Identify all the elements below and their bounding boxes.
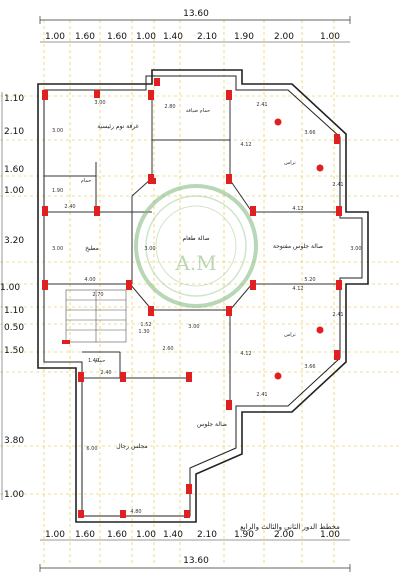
dim-majlis-w: 4.80 — [130, 509, 141, 515]
top-grid-label: 1.00 — [45, 32, 65, 42]
bottom-grid-label: 1.00 — [320, 530, 340, 540]
left-grid-label: 1.00 — [4, 186, 24, 196]
left-grid-labels: 1.10 2.10 1.60 1.00 3.20 1.00 1.10 0.50 … — [0, 92, 24, 500]
room-reception-hall: صالة جلوس مفتوحة — [273, 243, 323, 250]
dim-bay-bot-b: 4.12 — [240, 351, 251, 357]
dim-dining: 3.00 — [144, 246, 155, 252]
room-dressing: حمام ضيافة — [186, 108, 211, 114]
left-grid-label: 2.10 — [4, 127, 24, 137]
top-grid-label: 1.00 — [320, 32, 340, 42]
dim-bay-top-a: 2.41 — [332, 182, 343, 188]
left-grid-label: 1.00 — [4, 490, 24, 500]
interior-walls — [44, 90, 340, 406]
dim-bay-bot-side: 3.66 — [304, 364, 315, 370]
left-grid-label: 1.50 — [4, 346, 24, 356]
top-grid-label: 1.60 — [107, 32, 127, 42]
watermark-seal: A.M — [134, 184, 258, 308]
bottom-grid-label: 2.10 — [197, 530, 217, 540]
top-grid-label: 1.60 — [75, 32, 95, 42]
dim-stair-small: 1.52 — [140, 322, 151, 328]
dim-stair: 2.70 — [92, 292, 103, 298]
bottom-grid-label: 1.60 — [107, 530, 127, 540]
top-grid-label: 2.10 — [197, 32, 217, 42]
room-terrace-bottom: تراس — [284, 332, 296, 338]
top-dimension: 13.60 — [39, 9, 351, 24]
dim-hall-right-h: 3.00 — [350, 246, 361, 252]
dim-bay-top-w: 4.12 — [292, 206, 303, 212]
dim-bath-lower-h: 1.40 — [88, 358, 99, 364]
room-bedroom: غرفة نوم رئيسية — [97, 123, 139, 130]
room-kitchen: مطبخ — [85, 245, 99, 252]
bottom-dimension: 13.60 — [39, 556, 351, 572]
dim-bath-top: 2.80 — [164, 104, 175, 110]
bottom-grid-label: 2.00 — [274, 530, 294, 540]
top-grid-label: 1.00 — [136, 32, 156, 42]
dim-kitchen-h: 3.00 — [52, 246, 63, 252]
bottom-grid-label: 1.90 — [234, 530, 254, 540]
dim-stair-small2: 1.30 — [138, 329, 149, 335]
left-grid-label: 1.00 — [0, 283, 20, 293]
bottom-grid-label: 1.40 — [163, 530, 183, 540]
dim-hall-right-w: 5.20 — [304, 277, 315, 283]
dim-bay-top-side: 3.66 — [304, 130, 315, 136]
left-grid-label: 1.10 — [4, 94, 24, 104]
top-grid-label: 1.40 — [163, 32, 183, 42]
dim-bay-top-diag: 2.41 — [256, 102, 267, 108]
room-men-majlis: مجلس رجال — [116, 443, 147, 450]
left-grid-label: 1.60 — [4, 165, 24, 175]
dim-bed-w: 3.00 — [94, 100, 105, 106]
bottom-grid-labels: 1.00 1.60 1.60 1.00 1.40 2.10 1.90 2.00 … — [40, 530, 350, 541]
inner-dimensions: 3.00 3.00 2.80 1.90 2.40 3.00 4.00 3.00 … — [52, 100, 362, 515]
dim-bay-bot-diag: 2.41 — [256, 392, 267, 398]
watermark-letters: A.M — [174, 251, 216, 275]
room-terrace-top: تراس — [284, 160, 296, 166]
room-labels: غرفة نوم رئيسية مطبخ صالة طعام صالة جلوس… — [81, 108, 323, 450]
left-grid-label: 3.20 — [4, 236, 24, 246]
dim-bay-bot-a: 2.41 — [332, 312, 343, 318]
bottom-grid-label: 1.00 — [45, 530, 65, 540]
top-grid-label: 1.90 — [234, 32, 254, 42]
columns — [42, 78, 342, 518]
dim-bed-h: 3.00 — [52, 128, 63, 134]
plan-caption: مخطط الدور الثاني والثالث والرابع — [240, 523, 340, 531]
room-bath-lower: حمام — [95, 358, 106, 364]
dim-majlis-h: 6.00 — [86, 446, 97, 452]
light-fixtures — [274, 118, 324, 380]
room-bath-left: حمام — [81, 178, 92, 184]
dim-bay-top-b: 4.12 — [240, 142, 251, 148]
dim-bay-bot-w: 4.12 — [292, 286, 303, 292]
left-grid-label: 0.50 — [4, 323, 24, 333]
bottom-grid-label: 1.60 — [75, 530, 95, 540]
room-dining-hall: صالة طعام — [182, 235, 209, 242]
top-overall-dimension: 13.60 — [183, 9, 209, 19]
dim-bath-lower-w: 2.40 — [100, 370, 111, 376]
dim-kitchen-w: 4.00 — [84, 277, 95, 283]
bottom-overall-dimension: 13.60 — [183, 556, 209, 566]
walls — [37, 69, 369, 523]
left-grid-label: 3.80 — [4, 436, 24, 446]
dim-center-bottom: 3.00 — [188, 324, 199, 330]
bottom-grid-label: 1.00 — [136, 530, 156, 540]
dim-bath-left: 1.90 — [52, 188, 63, 194]
dim-center-left: 2.60 — [162, 346, 173, 352]
top-grid-labels: 1.00 1.60 1.60 1.00 1.40 2.10 1.90 2.00 … — [40, 32, 350, 43]
top-grid-label: 2.00 — [274, 32, 294, 42]
staircase — [65, 289, 127, 343]
dim-left-room: 2.40 — [64, 204, 75, 210]
room-sitting-hall: صالة جلوس — [197, 421, 227, 428]
left-grid-label: 1.10 — [4, 306, 24, 316]
